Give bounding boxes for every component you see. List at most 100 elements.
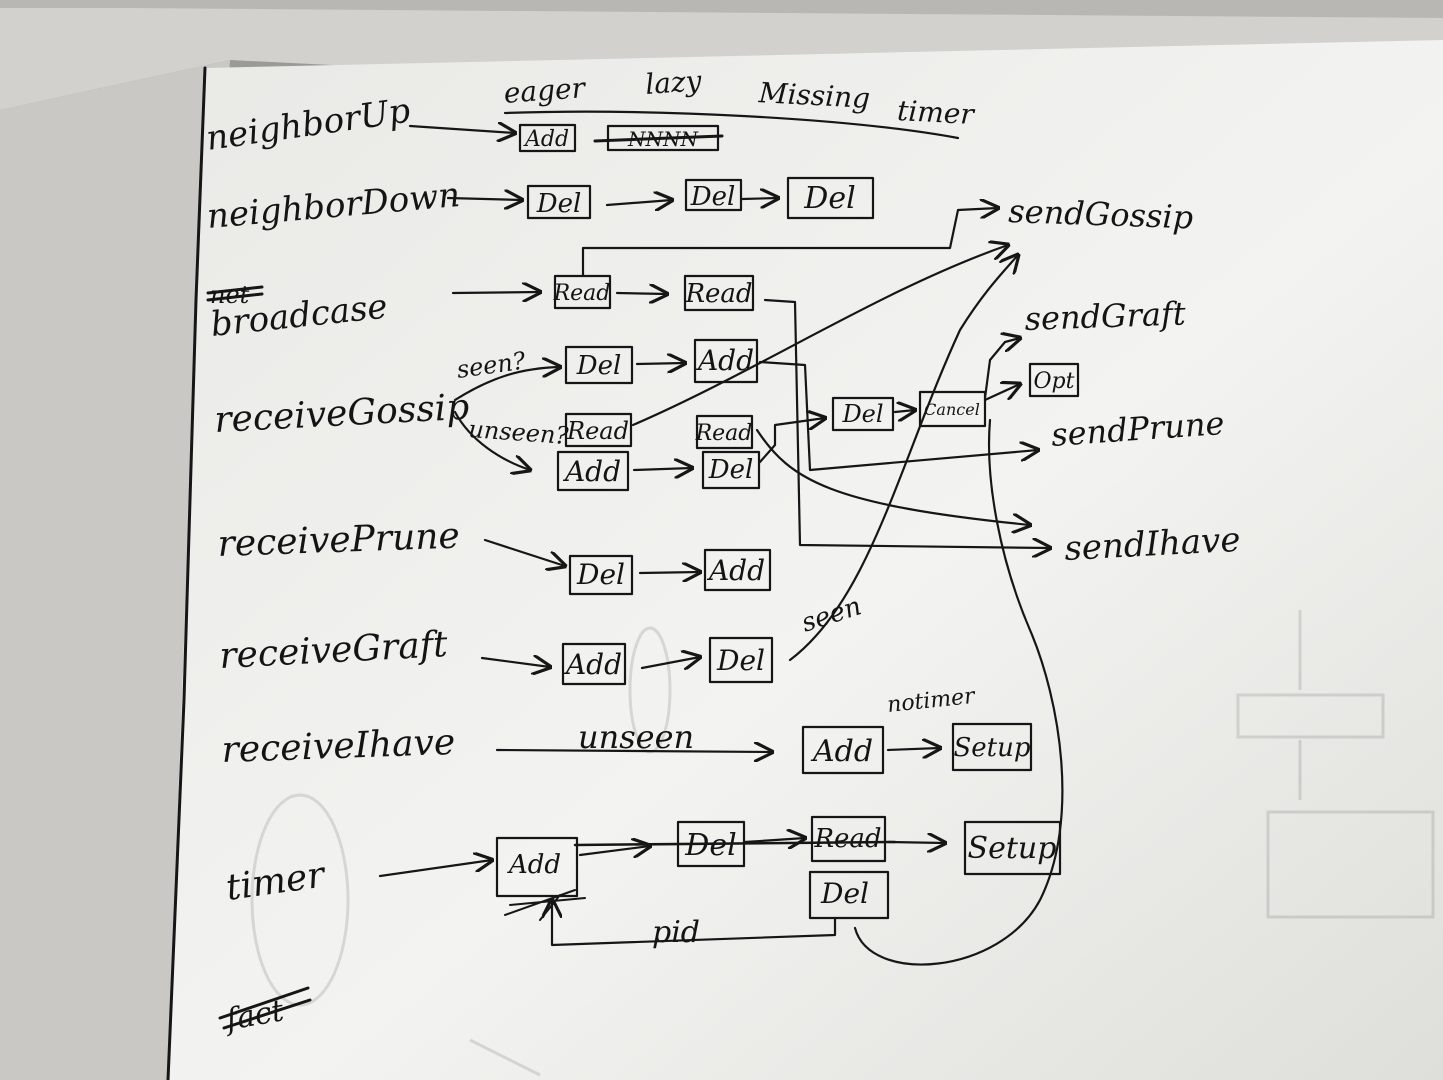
arrow-rg-del3 bbox=[758, 418, 825, 464]
box-nd-del1: Del bbox=[526, 184, 592, 220]
header-missing: Missing bbox=[757, 76, 871, 115]
box-opt: Opt bbox=[1028, 362, 1080, 398]
box-t-setup: Setup bbox=[963, 820, 1062, 876]
arrow-nd-del3 bbox=[740, 198, 778, 199]
box-t-add: Add bbox=[495, 836, 579, 898]
box-t-del-text: Del bbox=[684, 828, 736, 863]
strike-timer-row bbox=[573, 840, 897, 847]
box-bc-read1-text: Read bbox=[553, 281, 611, 306]
box-rp-del: Del bbox=[568, 554, 634, 596]
box-nu-add-text: Add bbox=[523, 127, 569, 152]
box-rg-cancel: Cancel bbox=[918, 390, 987, 428]
arrow-rg-read-to-sendIhave bbox=[755, 428, 1030, 525]
arrow-bc-read1 bbox=[451, 292, 540, 293]
box-rg-read2: Read bbox=[695, 414, 754, 450]
box-rgr-del-text: Del bbox=[716, 644, 765, 677]
arrow-bc-read2 bbox=[615, 293, 667, 294]
box-rg-del2-text: Del bbox=[708, 455, 754, 485]
arrow-ri-setup bbox=[886, 748, 940, 750]
output-sendIhave: sendIhave bbox=[1063, 520, 1241, 569]
strike-net bbox=[206, 285, 264, 302]
box-rg-unseen-read: Read bbox=[564, 412, 633, 448]
label-unseen-q: unseen? bbox=[468, 415, 570, 450]
box-nu-struck: NNNN bbox=[593, 124, 724, 152]
box-rg-del2: Del bbox=[701, 450, 761, 490]
box-ri-add-text: Add bbox=[810, 734, 873, 769]
box-nd-del2: Del bbox=[684, 178, 743, 212]
arrow-nd-del2 bbox=[605, 200, 672, 205]
column-headers: eager lazy Missing timer bbox=[503, 64, 976, 140]
arrow-rg-cancel bbox=[893, 410, 915, 412]
arrow-t-setup bbox=[886, 842, 945, 843]
box-rgr-add-text: Add bbox=[563, 648, 622, 681]
arrow-rg-to-sendGossip bbox=[631, 245, 1008, 427]
arrow-rg-seen-add bbox=[635, 363, 685, 364]
arrow-ri-unseen bbox=[495, 750, 772, 752]
state-boxes: Add NNNN Del Del Del Read Read Del Add R… bbox=[495, 123, 1080, 920]
box-rp-del-text: Del bbox=[576, 558, 625, 591]
arrow-rp-del bbox=[483, 538, 565, 566]
box-ri-setup-text: Setup bbox=[953, 733, 1030, 763]
arrow-pid-loop bbox=[552, 900, 837, 947]
notebook-page bbox=[168, 40, 1443, 1080]
box-bc-read2-text: Read bbox=[684, 279, 752, 309]
loop-timer-to-cancel bbox=[853, 418, 1064, 966]
arrow-unseen-branch bbox=[453, 410, 530, 470]
arrow-to-opt bbox=[983, 384, 1020, 402]
left-surface bbox=[0, 60, 230, 1080]
scribble-timer-add bbox=[504, 889, 586, 921]
arrow-bc-to-sendGossip bbox=[581, 208, 998, 277]
arrow-rp-add bbox=[638, 572, 700, 573]
box-opt-text: Opt bbox=[1034, 369, 1075, 394]
header-lazy: lazy bbox=[644, 64, 704, 101]
header-timer: timer bbox=[896, 94, 976, 131]
box-rg-seen-add-text: Add bbox=[695, 344, 754, 377]
page-left-edge bbox=[166, 66, 207, 1080]
box-nd-del1-text: Del bbox=[536, 189, 582, 219]
box-rg-seen-add: Add bbox=[693, 338, 759, 384]
box-nd-del3: Del bbox=[786, 176, 875, 220]
strike-fact bbox=[218, 986, 312, 1030]
box-t-read-text: Read bbox=[813, 824, 881, 854]
box-ri-add: Add bbox=[801, 725, 885, 775]
arrow-nu-add bbox=[408, 126, 515, 133]
box-rg-read2-text: Read bbox=[695, 421, 753, 446]
arrow-rg-unseen-del bbox=[632, 468, 692, 470]
box-t-add-text: Add bbox=[507, 850, 561, 880]
arrow-rgr-seen-to-sendGossip bbox=[788, 255, 1018, 662]
arrow-nd-del1 bbox=[446, 198, 522, 200]
arrow-t-read bbox=[743, 838, 805, 842]
box-rg-unseen-add-text: Add bbox=[562, 455, 621, 488]
header-underline bbox=[503, 110, 960, 140]
box-t-del2-text: Del bbox=[820, 877, 869, 910]
box-rg-unseen-read-text: Read bbox=[566, 417, 629, 445]
box-t-setup-text: Setup bbox=[968, 831, 1057, 866]
arrow-seen-branch bbox=[453, 367, 560, 402]
label-receivePrune: receivePrune bbox=[217, 516, 461, 565]
box-rgr-add: Add bbox=[561, 642, 627, 686]
output-sendGossip: sendGossip bbox=[1008, 192, 1194, 236]
box-rgr-del: Del bbox=[708, 636, 774, 684]
connector-arrows bbox=[378, 126, 1064, 966]
box-rp-add: Add bbox=[703, 548, 772, 592]
arrow-bc-to-sendIhave bbox=[763, 298, 1050, 548]
box-rg-del3-text: Del bbox=[841, 400, 883, 428]
box-rp-add-text: Add bbox=[706, 554, 765, 587]
box-nd-del2-text: Del bbox=[690, 182, 736, 212]
box-rg-seen-del-text: Del bbox=[576, 351, 622, 381]
back-sheet-edge bbox=[0, 0, 1443, 18]
arrow-to-sendGraft bbox=[983, 338, 1020, 400]
box-t-del2: Del bbox=[808, 870, 890, 920]
box-nd-del3-text: Del bbox=[803, 181, 855, 216]
bleed-through bbox=[250, 610, 1435, 1077]
header-eager: eager bbox=[503, 71, 588, 110]
box-rg-unseen-add: Add bbox=[556, 450, 630, 492]
box-rg-seen-del: Del bbox=[564, 345, 634, 385]
box-nu-add: Add bbox=[518, 123, 577, 153]
label-receiveIhave: receiveIhave bbox=[221, 722, 456, 771]
arrow-t-add bbox=[378, 860, 492, 878]
arrow-rgr-add bbox=[480, 658, 550, 667]
output-sendGraft: sendGraft bbox=[1024, 294, 1186, 338]
